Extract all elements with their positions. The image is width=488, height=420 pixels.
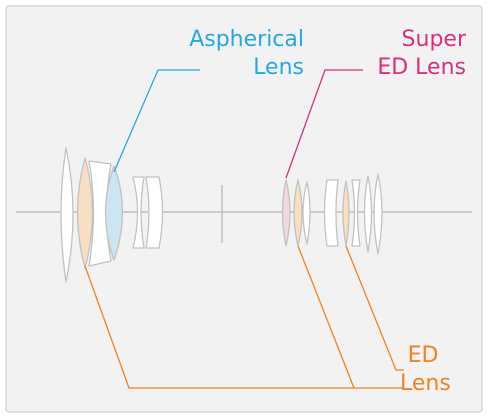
super-ed-label-line1: Super [401, 27, 466, 52]
rear-element-c [351, 179, 361, 247]
front-element-5 [132, 176, 145, 249]
front-ed-element [76, 157, 94, 269]
front-element-1 [60, 147, 74, 283]
rear-element-d [363, 175, 373, 253]
aspherical-label-line1: Aspherical [189, 27, 304, 52]
aspherical-label-line2: Lens [253, 55, 304, 80]
ed-leader-line-rear-1 [297, 245, 355, 389]
aspherical-element [104, 165, 124, 261]
ed-lens-label: ED Lens [400, 342, 451, 398]
rear-element-a [302, 181, 311, 245]
ed-label-line1: ED [407, 343, 439, 368]
ed-leader-line-rear-2 [345, 245, 404, 371]
rear-element-b [323, 179, 339, 247]
super-ed-lens-label: Super ED Lens [360, 26, 466, 82]
aspherical-leader-line [113, 69, 200, 173]
super-ed-element [281, 179, 291, 247]
ed-label-line2: Lens [400, 371, 451, 396]
aspherical-lens-label: Aspherical Lens [176, 26, 304, 82]
rear-element-e [373, 173, 383, 255]
ed-leader-line-front [84, 265, 404, 389]
diagram-frame [5, 5, 483, 413]
front-element-6 [145, 176, 164, 249]
super-ed-leader-line [285, 69, 363, 179]
super-ed-label-line2: ED Lens [377, 55, 466, 80]
rear-ed-element-2 [342, 180, 350, 247]
